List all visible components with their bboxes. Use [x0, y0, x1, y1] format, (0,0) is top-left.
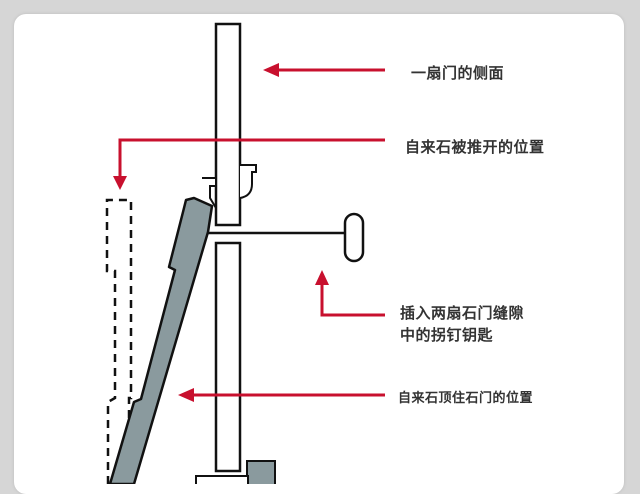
arrowheads — [113, 63, 329, 402]
label-key-line1: 插入两扇石门缝隙 — [400, 304, 525, 322]
arrows — [118, 68, 385, 397]
floor-block — [246, 460, 276, 484]
label-key-line2: 中的拐钉钥匙 — [400, 326, 494, 344]
label-stone-holding: 自来石顶住石门的位置 — [398, 391, 534, 406]
door-upper — [214, 22, 242, 227]
key-handle — [343, 212, 365, 263]
arrowhead-icon — [315, 270, 329, 285]
floor-sill — [195, 475, 249, 484]
arrow-stone-pushed — [118, 138, 385, 180]
arrowhead-icon — [113, 176, 127, 190]
diagram-panel — [14, 14, 624, 494]
label-stone-pushed: 自来石被推开的位置 — [405, 138, 545, 156]
stone-pushed-outline — [105, 198, 133, 484]
door-lower — [214, 241, 242, 473]
arrowhead-icon — [263, 63, 279, 77]
label-door-side: 一扇门的侧面 — [411, 64, 505, 82]
stone — [108, 196, 214, 484]
arrow-key — [320, 282, 385, 317]
arrowhead-icon — [178, 388, 194, 402]
door-bracket — [202, 164, 257, 209]
door-diagram — [105, 22, 385, 484]
